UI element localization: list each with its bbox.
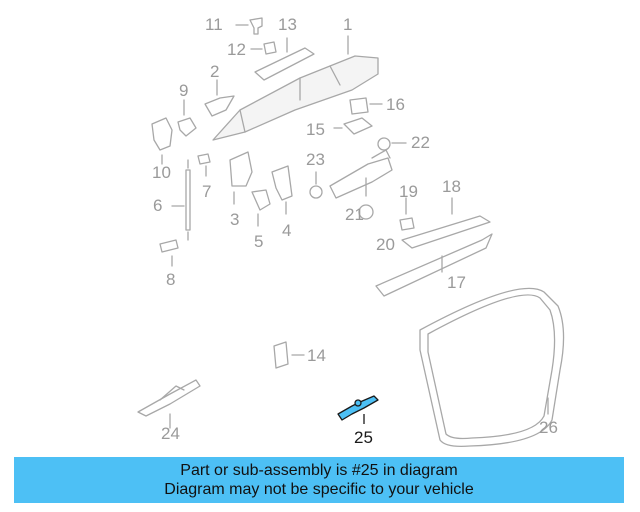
part-26-weatherstrip [419, 287, 565, 448]
label-7: 7 [202, 182, 212, 201]
label-5: 5 [254, 232, 264, 251]
label-6: 6 [153, 196, 163, 215]
latch-actuator [329, 157, 393, 199]
label-26: 26 [539, 418, 558, 437]
label-9: 9 [179, 81, 189, 100]
part-20-clip [399, 217, 415, 231]
label-22: 22 [411, 133, 430, 152]
part-18-bracket [401, 215, 491, 249]
part-23-bumper [309, 185, 323, 199]
label-11: 11 [205, 15, 223, 34]
part-13-strip [254, 47, 315, 81]
label-12: 12 [227, 40, 246, 59]
label-16: 16 [386, 95, 405, 114]
part-4-hinge [271, 165, 293, 201]
part-12-clip [263, 41, 277, 55]
part-6-strut [185, 169, 191, 231]
part-16-switch [349, 97, 369, 115]
label-18: 18 [442, 177, 461, 196]
part-21-grommet [358, 204, 374, 220]
part-10-hinge [151, 117, 173, 151]
label-17: 17 [447, 273, 466, 292]
label-1: 1 [343, 15, 353, 34]
label-23: 23 [306, 150, 325, 169]
label-13: 13 [278, 15, 297, 34]
part-25-highlighted [337, 395, 379, 421]
part-15-cover [343, 117, 373, 135]
label-25-highlighted: 25 [354, 428, 373, 447]
info-banner: Part or sub-assembly is #25 in diagram D… [14, 457, 624, 503]
label-20: 20 [376, 235, 395, 254]
part-3-hinge [229, 151, 253, 187]
part-5-bracket [251, 189, 271, 211]
label-3: 3 [230, 210, 240, 229]
banner-disclaimer-line: Diagram may not be specific to your vehi… [164, 481, 474, 498]
diagram-drawing [137, 17, 565, 448]
part-9-clip [177, 117, 197, 137]
label-24: 24 [161, 424, 180, 443]
label-14: 14 [307, 346, 326, 365]
label-2: 2 [210, 62, 220, 81]
part-24-strip [137, 379, 201, 417]
part-2-bracket [204, 95, 235, 117]
label-10: 10 [152, 163, 171, 182]
part-7-bolt [197, 153, 211, 165]
part-11-bolt [249, 17, 263, 35]
part-22-bushing [377, 137, 391, 151]
label-4: 4 [282, 221, 292, 240]
label-15: 15 [306, 120, 325, 139]
part-14-clip [273, 341, 289, 369]
label-19: 19 [399, 182, 418, 201]
part-8-stud [159, 239, 179, 253]
label-8: 8 [166, 270, 176, 289]
label-21: 21 [345, 205, 364, 224]
part-17-garnish [375, 233, 493, 297]
banner-part-line: Part or sub-assembly is #25 in diagram [180, 462, 458, 479]
part-1-garnish [212, 35, 379, 141]
parts-diagram: 1 2 3 4 5 6 7 8 9 10 11 12 13 14 15 16 1… [137, 15, 565, 448]
